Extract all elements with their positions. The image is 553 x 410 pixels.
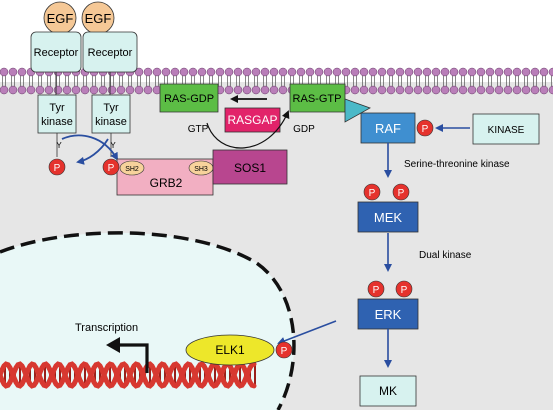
transcription-arrowhead [106, 337, 120, 353]
ras-gdp-label: RAS-GDP [164, 93, 214, 105]
ras-raf-interface [344, 98, 371, 123]
mek-kinase [357, 201, 419, 233]
phospho-erk-2: P [395, 280, 413, 298]
phospho-tyr-right: P [102, 158, 120, 176]
receptor-right-label: Receptor [88, 47, 133, 59]
phospho-elk1: P [275, 341, 293, 359]
tyr-kinase-right-line2: kinase [95, 116, 127, 128]
phospho-raf-label: P [422, 124, 429, 135]
phospho-mek-2-label: P [398, 188, 405, 199]
cross-phosphorylation-arrow-right [61, 134, 118, 161]
phospho-raf: P [416, 119, 434, 137]
mk-kinase [359, 375, 417, 407]
phospho-erk-2-label: P [401, 285, 408, 296]
tyrosine-y-left: Y [56, 141, 62, 150]
tyr-kinase-right [91, 94, 131, 134]
erk-to-elk1-arrow [277, 320, 337, 345]
tyr-kinase-left-line2: kinase [41, 116, 73, 128]
phospho-mek-2: P [392, 183, 410, 201]
phospho-erk-1-label: P [373, 285, 380, 296]
sh2-domain [119, 160, 145, 176]
rasgap-label: RASGAP [227, 113, 277, 127]
elk1-label: ELK1 [215, 343, 245, 357]
transcription-start-arrow [117, 343, 149, 373]
gtp-label: GTP [188, 124, 209, 135]
elk1-transcription-factor [185, 334, 275, 366]
rasgap-protein [224, 107, 281, 133]
transcription-label: Transcription [75, 322, 138, 334]
phospho-mek-1: P [363, 183, 381, 201]
upstream-kinase [472, 113, 540, 145]
dna-helix [0, 361, 257, 389]
raf-kinase [360, 112, 416, 144]
grb2-label: GRB2 [150, 176, 183, 190]
sh2-label: SH2 [125, 166, 139, 173]
erk-label: ERK [375, 307, 402, 322]
mk-label: MK [379, 384, 397, 398]
tyr-kinase-left [37, 94, 77, 134]
tyr-kinase-right-line1: Tyr [103, 102, 119, 114]
sos1-label: SOS1 [234, 161, 266, 175]
phospho-tyr-left-label: P [54, 163, 61, 174]
gtp-exchange-arrow [206, 110, 290, 149]
egf-right-label: EGF [85, 11, 112, 26]
phospho-mek-1-label: P [369, 188, 376, 199]
phospho-tyr-left: P [48, 158, 66, 176]
phospho-erk-1: P [367, 280, 385, 298]
egf-left-label: EGF [47, 11, 74, 26]
cross-phosphorylation-arrow-left [76, 138, 109, 165]
raf-label: RAF [375, 121, 401, 136]
gdp-label: GDP [293, 124, 315, 135]
dual-kinase-label: Dual kinase [419, 250, 472, 261]
ras-gdp [159, 83, 219, 113]
tyr-kinase-left-line1: Tyr [49, 102, 65, 114]
serine-threonine-kinase-label: Serine-threonine kinase [404, 159, 510, 170]
mek-label: MEK [374, 210, 403, 225]
tyrosine-y-right: Y [110, 141, 116, 150]
phospho-elk1-label: P [281, 346, 288, 357]
receptor-left-label: Receptor [34, 47, 79, 59]
sh3-label: SH3 [194, 166, 208, 173]
ras-gtp-label: RAS-GTP [293, 93, 342, 105]
cell-membrane [0, 67, 553, 95]
sos1-protein [212, 149, 288, 185]
phospho-tyr-right-label: P [108, 163, 115, 174]
nuclear-envelope [0, 231, 296, 410]
kinase-label: KINASE [488, 125, 525, 136]
erk-kinase [357, 298, 419, 330]
